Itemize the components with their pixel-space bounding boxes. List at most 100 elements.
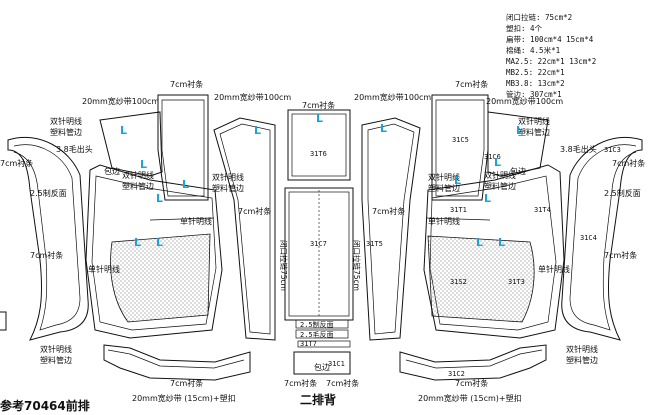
left-curved-strap xyxy=(99,111,163,177)
label-reverse-right: 2.5制反面 xyxy=(604,188,641,198)
label-strip-top-right: 7cm衬条 xyxy=(455,79,488,89)
label-double-stitch-bottom-left: 双针明线 xyxy=(40,344,72,354)
l-mark-9: L xyxy=(380,122,387,135)
note-line-7: 管边: 307cm*1 xyxy=(506,89,562,99)
right-tall-panel xyxy=(431,94,489,201)
label-single-stitch-vertical-right: 单针明线 xyxy=(538,264,570,274)
right-mesh-pocket xyxy=(427,235,535,323)
label-strip-vertical-right: 7cm衬条 xyxy=(604,250,637,260)
label-strip-center-right: 7cm衬条 xyxy=(372,206,405,216)
label-strip-right-side: 7cm衬条 xyxy=(612,158,645,168)
footer-center-title: 二排背 xyxy=(300,392,336,407)
l-mark-1: L xyxy=(120,124,127,137)
piece-t5-label: 31T5 xyxy=(366,240,383,248)
note-line-5: MB2.5: 22cm*1 xyxy=(506,68,565,77)
note-line-3: 棉绳: 4.5米*1 xyxy=(506,45,560,55)
piece-small-1 xyxy=(295,319,349,329)
label-plastic-pipe-center-right: 塑料管边 xyxy=(428,183,460,193)
l-mark-13: L xyxy=(484,192,491,205)
label-single-stitch-right: 单针明线 xyxy=(428,216,460,226)
label-mouth-piping-left: 闭口拉链75cm xyxy=(279,240,289,291)
notes-block: 闭口拉链: 75cm*2 塑扣: 4个 扁带: 100cm*4 15cm*4 棉… xyxy=(506,12,596,99)
right-side-strip xyxy=(561,136,643,341)
piece-c5-label: 31C5 xyxy=(452,136,469,144)
label-double-stitch-left: 双针明线 xyxy=(50,116,82,126)
right-bottom-strip xyxy=(399,344,547,381)
l-mark-8: L xyxy=(316,112,323,125)
left-tall-panel-inner xyxy=(161,99,205,197)
l-mark-6: L xyxy=(156,236,163,249)
label-plastic-pipe-right: 塑料管边 xyxy=(518,127,550,137)
label-strip-center: 7cm衬条 xyxy=(302,100,335,110)
label-double-stitch-right2: 双针明线 xyxy=(484,170,516,180)
piece-c6-label: 31C6 xyxy=(484,153,501,161)
piece-c3-label: 31C3 xyxy=(604,146,621,154)
label-strip-left-side: 7cm衬条 xyxy=(0,158,33,168)
left-bottom-strip xyxy=(103,344,251,381)
label-double-stitch-left2: 双针明线 xyxy=(122,170,154,180)
note-line-2: 扁带: 100cm*4 15cm*4 xyxy=(506,34,594,44)
note-line-0: 闭口拉链: 75cm*2 xyxy=(506,12,572,22)
label-overhang-right: 3.8毛出头 xyxy=(560,144,597,154)
label-strip-center-left: 7cm衬条 xyxy=(238,206,271,216)
center-right-strip-inner xyxy=(367,123,415,335)
right-front-panel xyxy=(423,164,565,339)
right-side-strip-inner xyxy=(569,144,637,331)
l-mark-3: L xyxy=(182,178,189,191)
label-strip-bottom-center1: 7cm衬条 xyxy=(284,378,317,388)
label-code-reverse2: 2.5毛反面 xyxy=(300,330,334,339)
label-webbing-buckle-right: 20mm宽纱带 (15cm)+塑扣 xyxy=(418,393,522,403)
piece-c2-label: 31C2 xyxy=(448,370,465,378)
note-line-4: MA2.5: 22cm*1 13cm*2 xyxy=(506,57,596,66)
left-edge-bracket xyxy=(0,311,7,331)
label-double-stitch-bottom-right: 双针明线 xyxy=(566,344,598,354)
label-plastic-pipe-left2: 塑料管边 xyxy=(122,181,154,191)
left-side-strip-inner xyxy=(13,144,81,331)
label-strip-bottom-left: 7cm衬条 xyxy=(170,378,203,388)
footer-left-title: 参考70464前排 xyxy=(0,398,90,413)
note-line-6: MB3.8: 13cm*2 xyxy=(506,79,565,88)
left-tall-panel xyxy=(157,94,209,201)
left-bottom-strip-inner xyxy=(107,349,245,369)
piece-t1-label: 31T1 xyxy=(450,206,467,214)
left-front-panel xyxy=(85,164,223,339)
piece-c4-label: 31C4 xyxy=(580,234,597,242)
label-double-stitch-center-right: 双针明线 xyxy=(428,172,460,182)
l-mark-12: L xyxy=(516,124,523,137)
note-line-1: 塑扣: 4个 xyxy=(506,23,543,33)
label-plastic-pipe-right2: 塑料管边 xyxy=(484,181,516,191)
l-mark-15: L xyxy=(498,236,505,249)
label-double-stitch-center-left: 双针明线 xyxy=(212,172,244,182)
left-front-panel-inner xyxy=(91,175,217,331)
label-strip-bottom-right: 7cm衬条 xyxy=(455,378,488,388)
label-strip-top-left: 7cm衬条 xyxy=(170,79,203,89)
piece-c1-rect xyxy=(293,351,351,375)
piece-small-2 xyxy=(295,329,349,339)
piece-t7-label: 31T7 xyxy=(300,340,317,348)
label-mouth-piping-right: 闭口拉链75cm xyxy=(352,240,362,291)
label-plastic-pipe-left: 塑料管边 xyxy=(50,127,82,137)
right-curved-strap xyxy=(487,111,549,177)
piece-t6-rect xyxy=(287,109,351,181)
label-double-stitch-right: 双针明线 xyxy=(518,116,550,126)
l-mark-5: L xyxy=(134,236,141,249)
piece-t7-rect xyxy=(297,340,351,348)
piece-c1-label: 31C1 xyxy=(328,360,345,368)
label-overhang-left: 3.8毛出头 xyxy=(56,144,93,154)
l-mark-11: L xyxy=(494,156,501,169)
label-strip-bottom-center2: 7cm衬条 xyxy=(326,378,359,388)
label-webbing-center-left: 20mm宽纱带100cm xyxy=(214,92,291,102)
l-mark-4: L xyxy=(156,192,163,205)
piece-s2-label: 31S2 xyxy=(450,278,467,286)
right-tall-panel-inner xyxy=(435,99,485,197)
l-mark-7: L xyxy=(254,124,261,137)
label-binding-left: 包边 xyxy=(104,166,120,176)
label-code-reverse: 2.5制反面 xyxy=(300,320,334,329)
label-webbing-center-right: 20mm宽纱带100cm xyxy=(354,92,431,102)
left-mesh-pocket xyxy=(110,233,211,323)
l-mark-14: L xyxy=(476,236,483,249)
l-mark-10: L xyxy=(454,174,461,187)
label-plastic-pipe-bottom-right: 塑料管边 xyxy=(566,355,598,365)
right-single-stitch-line xyxy=(425,217,491,221)
